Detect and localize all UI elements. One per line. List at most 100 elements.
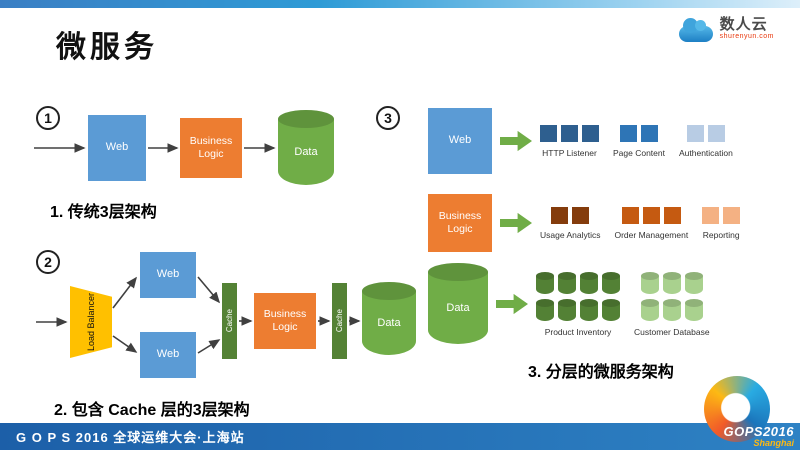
diagram2-number-badge: 2	[36, 250, 60, 274]
page-title: 微服务	[56, 31, 158, 64]
service-database-icon	[640, 303, 659, 321]
service-group: Order Management	[614, 206, 689, 240]
service-shapes	[686, 124, 725, 142]
service-database-icon	[536, 276, 554, 294]
service-group-label: Customer Database	[634, 327, 710, 337]
diagram3-data-cylinder: Data	[428, 272, 488, 344]
service-database-icon	[684, 303, 703, 321]
service-group: Usage Analytics	[540, 206, 601, 240]
service-shapes	[536, 271, 620, 321]
footer-conference-title: G O P S 2016 全球运维大会·上海站	[16, 430, 245, 445]
diagram3-caption: 3. 分层的微服务架构	[528, 364, 674, 381]
service-module-icon	[561, 124, 578, 142]
service-group: HTTP Listener	[540, 124, 599, 158]
right-block-arrow-icon	[500, 212, 532, 234]
diagram2-load-balancer: Load Balancer	[70, 286, 112, 358]
service-group: Reporting	[702, 206, 741, 240]
service-module-icon	[582, 124, 599, 142]
cloud-icon	[678, 18, 713, 42]
service-database-icon	[580, 276, 598, 294]
service-module-icon	[642, 206, 660, 224]
diagram3-business-services: Usage Analytics Order Management Reporting	[540, 206, 741, 240]
diagram3-data-services: Product Inventory Customer Database	[536, 271, 710, 337]
service-database-icon	[558, 303, 576, 321]
diagram3-business-logic-box: Business Logic	[428, 194, 492, 252]
service-module-icon	[551, 206, 569, 224]
service-group: Page Content	[613, 124, 665, 158]
service-module-icon	[723, 206, 741, 224]
diagram3-data-row: Data Product Inventory Customer Database	[428, 262, 710, 346]
diagram2-load-balancer-label: Load Balancer	[86, 292, 96, 352]
right-block-arrow-icon	[500, 130, 532, 152]
service-group-label: Authentication	[678, 147, 733, 158]
service-group-label: Usage Analytics	[540, 229, 601, 240]
diagram2-caption: 2. 包含 Cache 层的3层架构	[54, 402, 250, 419]
service-group-label: Product Inventory	[544, 327, 612, 337]
diagram2-data-label: Data	[377, 317, 401, 329]
service-shapes	[702, 206, 741, 224]
diagram1-data-cylinder: Data	[278, 119, 334, 185]
footer-bar: G O P S 2016 全球运维大会·上海站	[0, 423, 800, 450]
brand-logo: 数人云 shurenyun.com	[678, 15, 774, 42]
service-shapes	[621, 206, 681, 224]
service-database-icon	[580, 303, 598, 321]
service-group: Customer Database	[634, 271, 710, 337]
diagram1-number-badge: 1	[36, 106, 60, 130]
diagram2-web-top-box: Web	[140, 252, 196, 298]
service-module-icon	[702, 206, 720, 224]
diagram2-web-bottom-box: Web	[140, 332, 196, 378]
service-module-icon	[619, 124, 637, 142]
service-database-icon	[684, 276, 703, 294]
diagram3-data-cylinder-wrap: Data	[428, 262, 488, 346]
service-module-icon	[663, 206, 681, 224]
service-database-icon	[662, 303, 681, 321]
brand-name: 数人云	[719, 15, 768, 33]
diagram1-data-label: Data	[294, 146, 318, 158]
service-group-label: Page Content	[613, 147, 665, 158]
brand-domain: shurenyun.com	[719, 33, 774, 41]
gops-logo-text: GOPS2016 Shanghai	[724, 425, 795, 448]
diagram2-cache-front-label: Cache	[225, 309, 234, 333]
diagram2-cache-back-label: Cache	[335, 309, 344, 333]
service-module-icon	[540, 124, 557, 142]
diagram3-data-label: Data	[446, 302, 470, 314]
service-shapes	[619, 124, 658, 142]
service-module-icon	[686, 124, 704, 142]
service-database-icon	[558, 276, 576, 294]
diagram1-business-logic-box: Business Logic	[180, 118, 242, 178]
service-module-icon	[640, 124, 658, 142]
diagram2-data-cylinder: Data	[362, 291, 416, 355]
diagram3-web-services: HTTP Listener Page Content Authentication	[540, 124, 733, 158]
service-database-icon	[662, 276, 681, 294]
service-module-icon	[707, 124, 725, 142]
brand-text: 数人云 shurenyun.com	[719, 15, 774, 41]
service-database-icon	[602, 303, 620, 321]
diagram2-business-logic-box: Business Logic	[254, 293, 316, 349]
service-shapes	[540, 124, 599, 142]
service-database-icon	[640, 276, 659, 294]
service-module-icon	[621, 206, 639, 224]
diagram2-cache-back-bar: Cache	[332, 283, 347, 359]
service-group-label: Order Management	[614, 229, 689, 240]
diagram3-business-row: Business Logic Usage Analytics Order Mana…	[428, 194, 741, 252]
service-database-icon	[602, 276, 620, 294]
gops-logo-line2: Shanghai	[753, 437, 794, 448]
service-group: Authentication	[678, 124, 733, 158]
gops-swirl-logo-icon	[704, 376, 770, 442]
top-accent-bar	[0, 0, 800, 8]
service-group: Product Inventory	[536, 271, 620, 337]
diagram1-web-box: Web	[88, 115, 146, 181]
service-module-icon	[572, 206, 590, 224]
service-group-label: HTTP Listener	[542, 147, 597, 158]
gops-logo-line1: GOPS2016	[723, 423, 794, 439]
diagram1-caption: 1. 传统3层架构	[50, 204, 157, 221]
service-group-label: Reporting	[702, 229, 740, 240]
service-database-icon	[536, 303, 554, 321]
diagram3-number-badge: 3	[376, 106, 400, 130]
diagram2-cache-front-bar: Cache	[222, 283, 237, 359]
right-block-arrow-icon	[496, 293, 528, 315]
service-shapes	[551, 206, 590, 224]
service-shapes	[640, 271, 703, 321]
